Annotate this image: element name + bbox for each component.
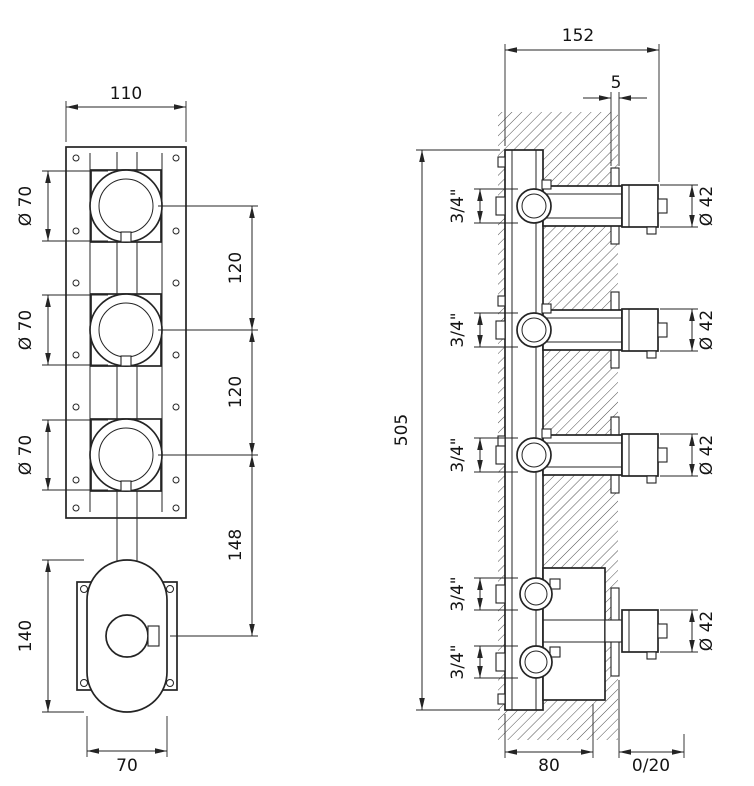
mounting-plate-side — [497, 149, 544, 711]
dim-thread-2: 3/4" — [448, 312, 518, 348]
inlet-port-inner — [524, 650, 548, 674]
screw-hole — [172, 504, 180, 512]
outlet-foot — [646, 651, 657, 660]
dim-label-outlet-diameter-4: Ø 42 — [697, 611, 717, 651]
screw-hole — [72, 154, 80, 162]
body-center-port — [105, 614, 149, 658]
dim-knob-diameter-3: Ø 70 — [16, 419, 108, 491]
dim-label-outlet-diameter-3: Ø 42 — [697, 435, 717, 475]
screw-hole — [172, 476, 180, 484]
valve-knob-1 — [89, 169, 163, 243]
dim-label-knob-spacing-2: 120 — [226, 376, 246, 408]
screw-hole — [72, 227, 80, 235]
connector-channels — [116, 152, 138, 562]
dim-label-thread-3: 3/4" — [448, 437, 468, 472]
screw-hole — [172, 154, 180, 162]
dim-adjustment-range: 0/20 — [618, 680, 685, 776]
dim-label-thread-5: 3/4" — [448, 644, 468, 679]
dim-label-outlet-diameter-2: Ø 42 — [697, 310, 717, 350]
screw-tab — [497, 435, 506, 447]
valve-knob-2 — [89, 293, 163, 367]
dim-label-rough-in-depth: 80 — [538, 756, 560, 776]
screw-hole — [172, 279, 180, 287]
screw-hole — [80, 585, 88, 593]
dim-body-width: 70 — [86, 716, 168, 776]
dim-outlet-diameter-3: Ø 42 — [660, 433, 717, 477]
screw-hole — [166, 679, 174, 687]
screw-holes — [72, 154, 180, 512]
valve-knob-3 — [89, 418, 163, 492]
outlet-stub — [657, 623, 668, 639]
dim-total-height: 505 — [392, 149, 500, 711]
dim-label-knob-spacing-1: 120 — [226, 252, 246, 284]
dim-label-body-width: 70 — [116, 756, 138, 776]
screw-hole — [80, 679, 88, 687]
dim-label-knob-diameter-3: Ø 70 — [16, 435, 36, 475]
screw-tab — [497, 156, 506, 168]
dim-knob-diameter-2: Ø 70 — [16, 294, 108, 366]
dim-label-outlet-diameter-1: Ø 42 — [697, 186, 717, 226]
dim-rough-in-depth: 80 — [504, 704, 594, 776]
screw-hole — [172, 403, 180, 411]
dim-outlet-diameter-4: Ø 42 — [660, 609, 717, 653]
front-view: 110 Ø 70 Ø 70 Ø 70 120 — [16, 84, 258, 776]
plate-outline — [504, 149, 544, 711]
outlet-block — [621, 609, 659, 653]
dim-label-total-depth: 152 — [562, 26, 594, 46]
supply-tab — [495, 652, 506, 672]
dim-label-plate-width: 110 — [110, 84, 142, 104]
dim-label-body-offset: 148 — [226, 529, 246, 561]
screw-tab — [497, 295, 506, 307]
dim-label-thread-2: 3/4" — [448, 312, 468, 347]
dim-body-height: 140 — [16, 559, 84, 713]
dim-label-thread-4: 3/4" — [448, 576, 468, 611]
dim-thread-5: 3/4" — [448, 644, 518, 680]
mixer-body-front — [76, 559, 178, 713]
screw-hole — [172, 351, 180, 359]
dim-label-body-height: 140 — [16, 620, 36, 652]
dim-total-depth: 152 — [504, 26, 660, 182]
dim-knob-diameter-1: Ø 70 — [16, 170, 108, 242]
side-view: 152 5 505 3/4" 3/4" — [392, 26, 717, 776]
dim-label-total-height: 505 — [392, 414, 412, 446]
supply-tab — [495, 584, 506, 604]
dim-outlet-diameter-1: Ø 42 — [660, 184, 717, 228]
dim-outlet-diameter-2: Ø 42 — [660, 308, 717, 352]
screw-hole — [72, 476, 80, 484]
screw-hole — [72, 504, 80, 512]
inlet-port-inner — [524, 582, 548, 606]
port-notch — [549, 578, 561, 590]
screw-hole — [172, 227, 180, 235]
dim-label-thread-1: 3/4" — [448, 188, 468, 223]
dim-knob-spacing-chain: 120 120 148 — [158, 205, 258, 637]
dim-label-trim-thickness: 5 — [611, 73, 622, 93]
port-notch — [549, 646, 561, 658]
screw-hole — [72, 403, 80, 411]
dim-plate-width: 110 — [65, 84, 187, 142]
screw-hole — [166, 585, 174, 593]
dim-trim-thickness: 5 — [583, 73, 647, 166]
dim-label-knob-diameter-2: Ø 70 — [16, 310, 36, 350]
dim-thread-4: 3/4" — [448, 576, 518, 612]
screw-hole — [72, 351, 80, 359]
screw-hole — [72, 279, 80, 287]
mixer-body-side — [495, 567, 668, 701]
screw-tab — [497, 693, 506, 705]
body-outline — [542, 567, 606, 701]
dim-thread-1: 3/4" — [448, 188, 518, 224]
outlet-shaft — [604, 619, 623, 643]
dim-thread-3: 3/4" — [448, 437, 518, 473]
body-detail — [147, 625, 160, 647]
dim-label-knob-diameter-1: Ø 70 — [16, 186, 36, 226]
dim-label-adjustment-range: 0/20 — [632, 756, 670, 776]
